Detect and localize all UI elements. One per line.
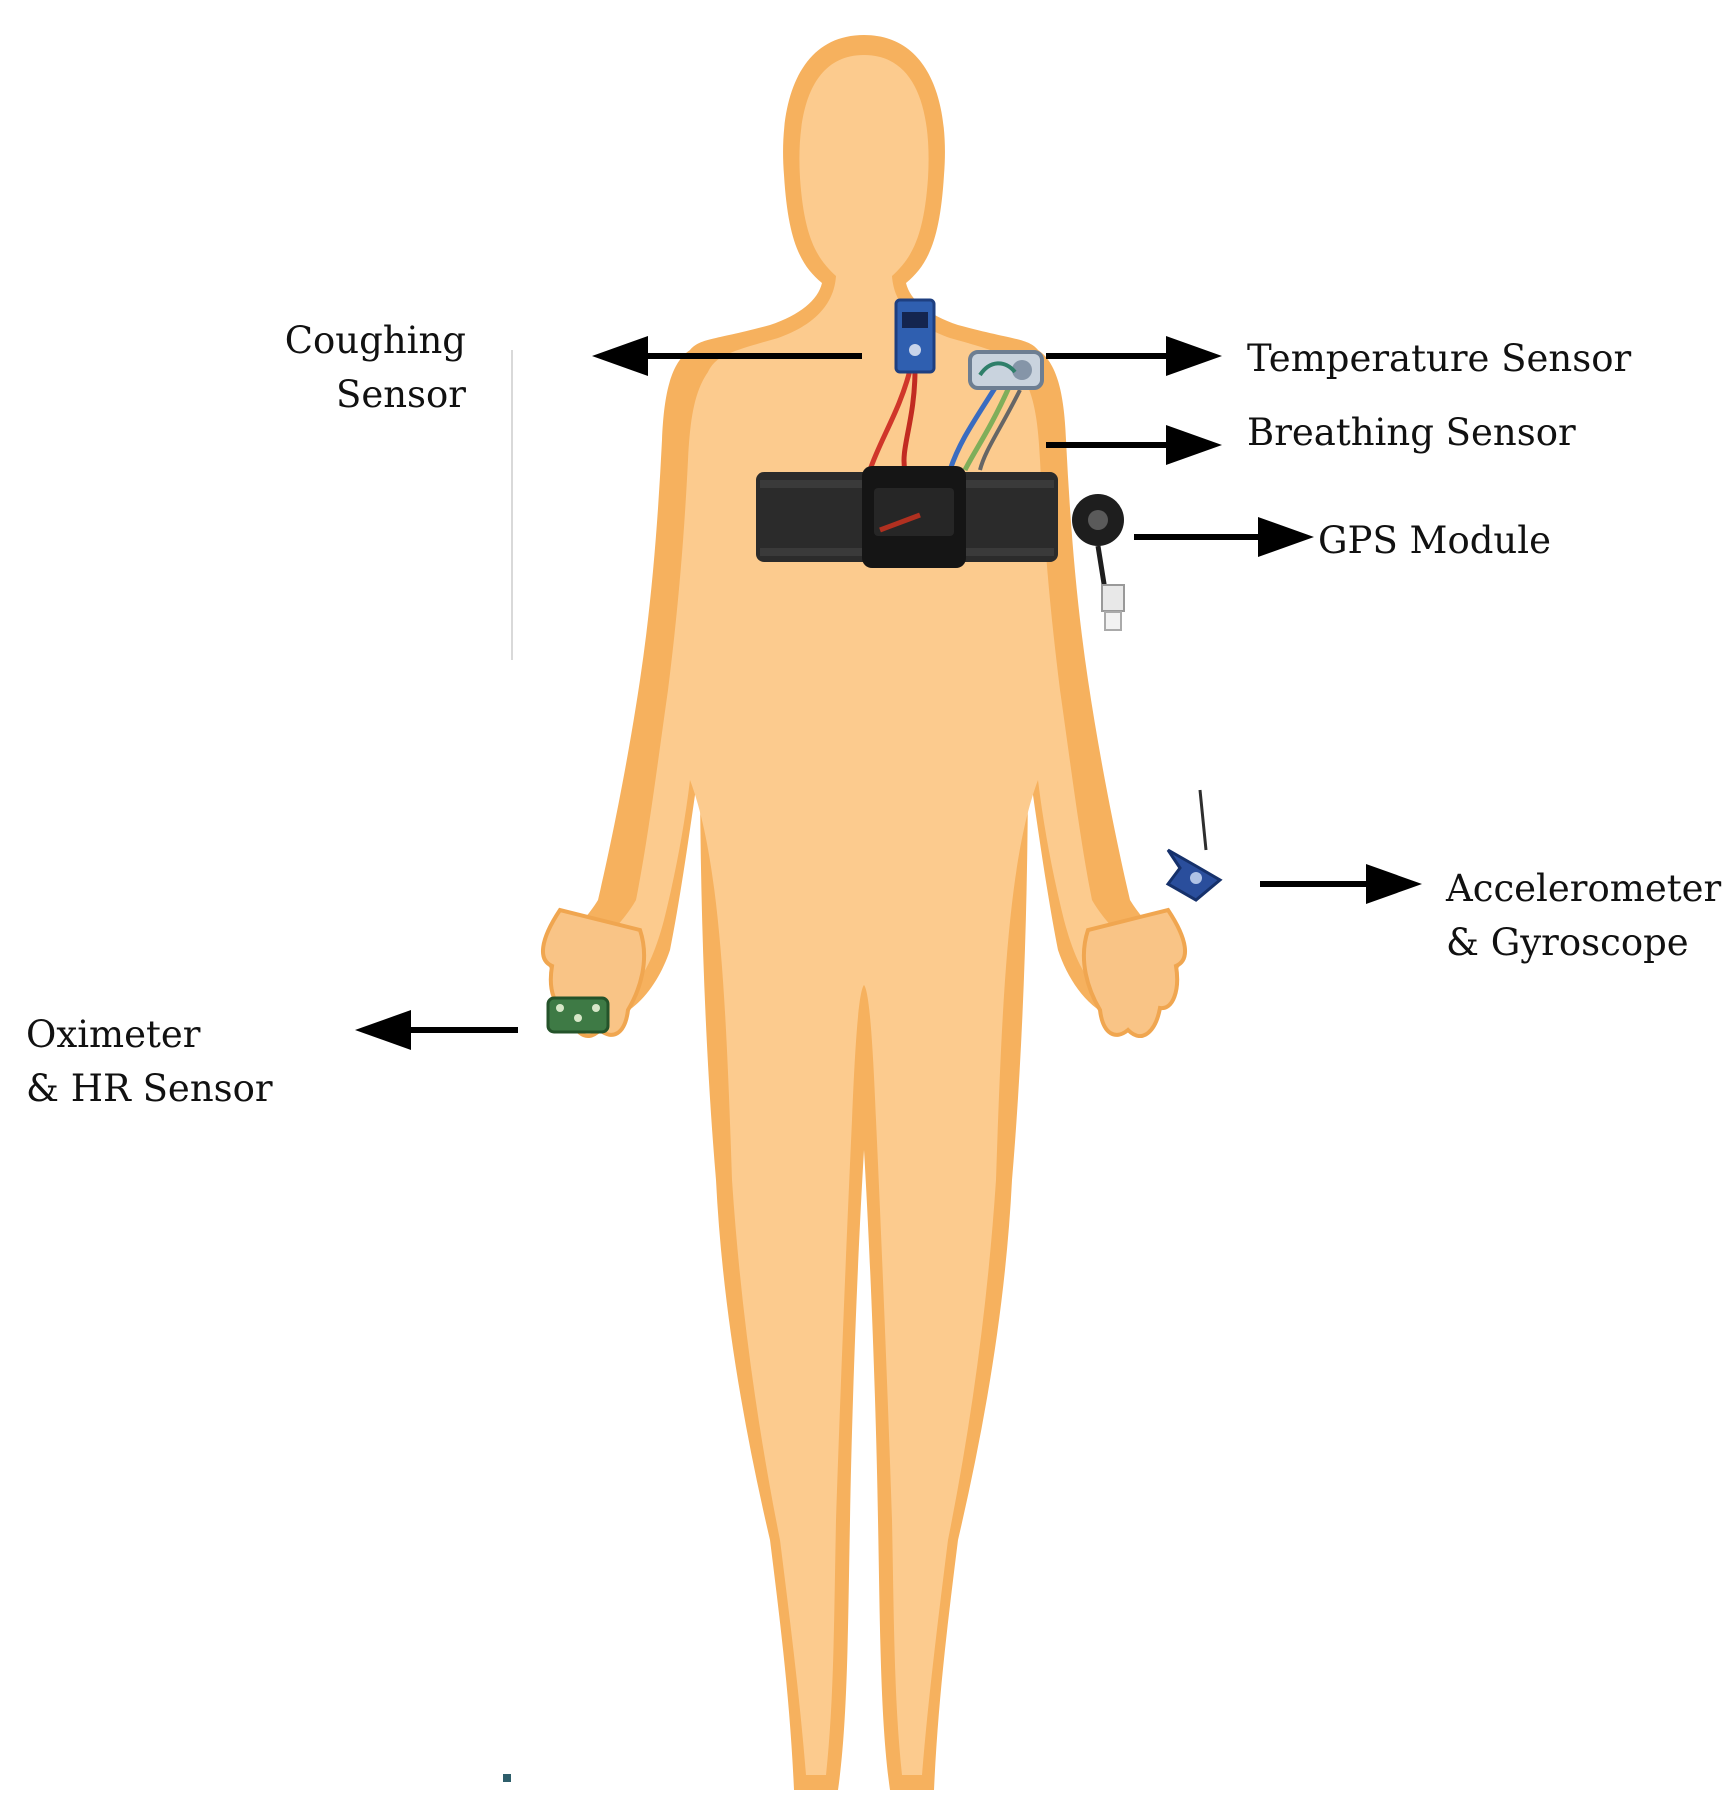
- label-coughing-line1: Coughing: [284, 319, 466, 362]
- chest-belt-icon: [756, 466, 1058, 568]
- arrow-coughing: [592, 336, 862, 376]
- arrow-gps: [1134, 517, 1314, 557]
- oximeter-board-icon: [546, 996, 610, 1034]
- label-coughing-sensor: Coughing Sensor: [250, 314, 466, 422]
- arrow-oximeter: [355, 1010, 518, 1050]
- wire-red: [867, 369, 913, 471]
- scan-artifact-dot: [503, 1774, 511, 1782]
- label-temperature-sensor: Temperature Sensor: [1247, 337, 1632, 380]
- label-oximeter-line2: & HR Sensor: [26, 1067, 273, 1110]
- right-hand: [1081, 907, 1188, 1038]
- label-oximeter-hr-sensor: Oximeter & HR Sensor: [26, 1008, 273, 1116]
- arrow-breathing: [1046, 425, 1222, 465]
- arrow-temperature: [1046, 336, 1222, 376]
- arrow-accelerometer: [1260, 864, 1422, 904]
- imu-board-icon: [1165, 789, 1223, 902]
- label-oximeter-line1: Oximeter: [26, 1013, 201, 1056]
- wire-gray: [978, 389, 1022, 471]
- cough-sensor-board-icon: [894, 298, 936, 374]
- label-accel-line2: & Gyroscope: [1446, 921, 1689, 964]
- label-coughing-line2: Sensor: [335, 373, 466, 416]
- label-accel-line1: Accelerometer: [1446, 867, 1722, 910]
- wire-blue: [947, 378, 1003, 471]
- label-accelerometer-gyroscope: Accelerometer & Gyroscope: [1446, 862, 1721, 970]
- temperature-sensor-icon: [968, 350, 1044, 390]
- wire-red-2: [901, 369, 918, 471]
- gps-module-icon: [1072, 494, 1125, 631]
- label-breathing-sensor: Breathing Sensor: [1247, 411, 1576, 454]
- label-gps-module: GPS Module: [1318, 519, 1551, 562]
- wire-green: [962, 383, 1013, 472]
